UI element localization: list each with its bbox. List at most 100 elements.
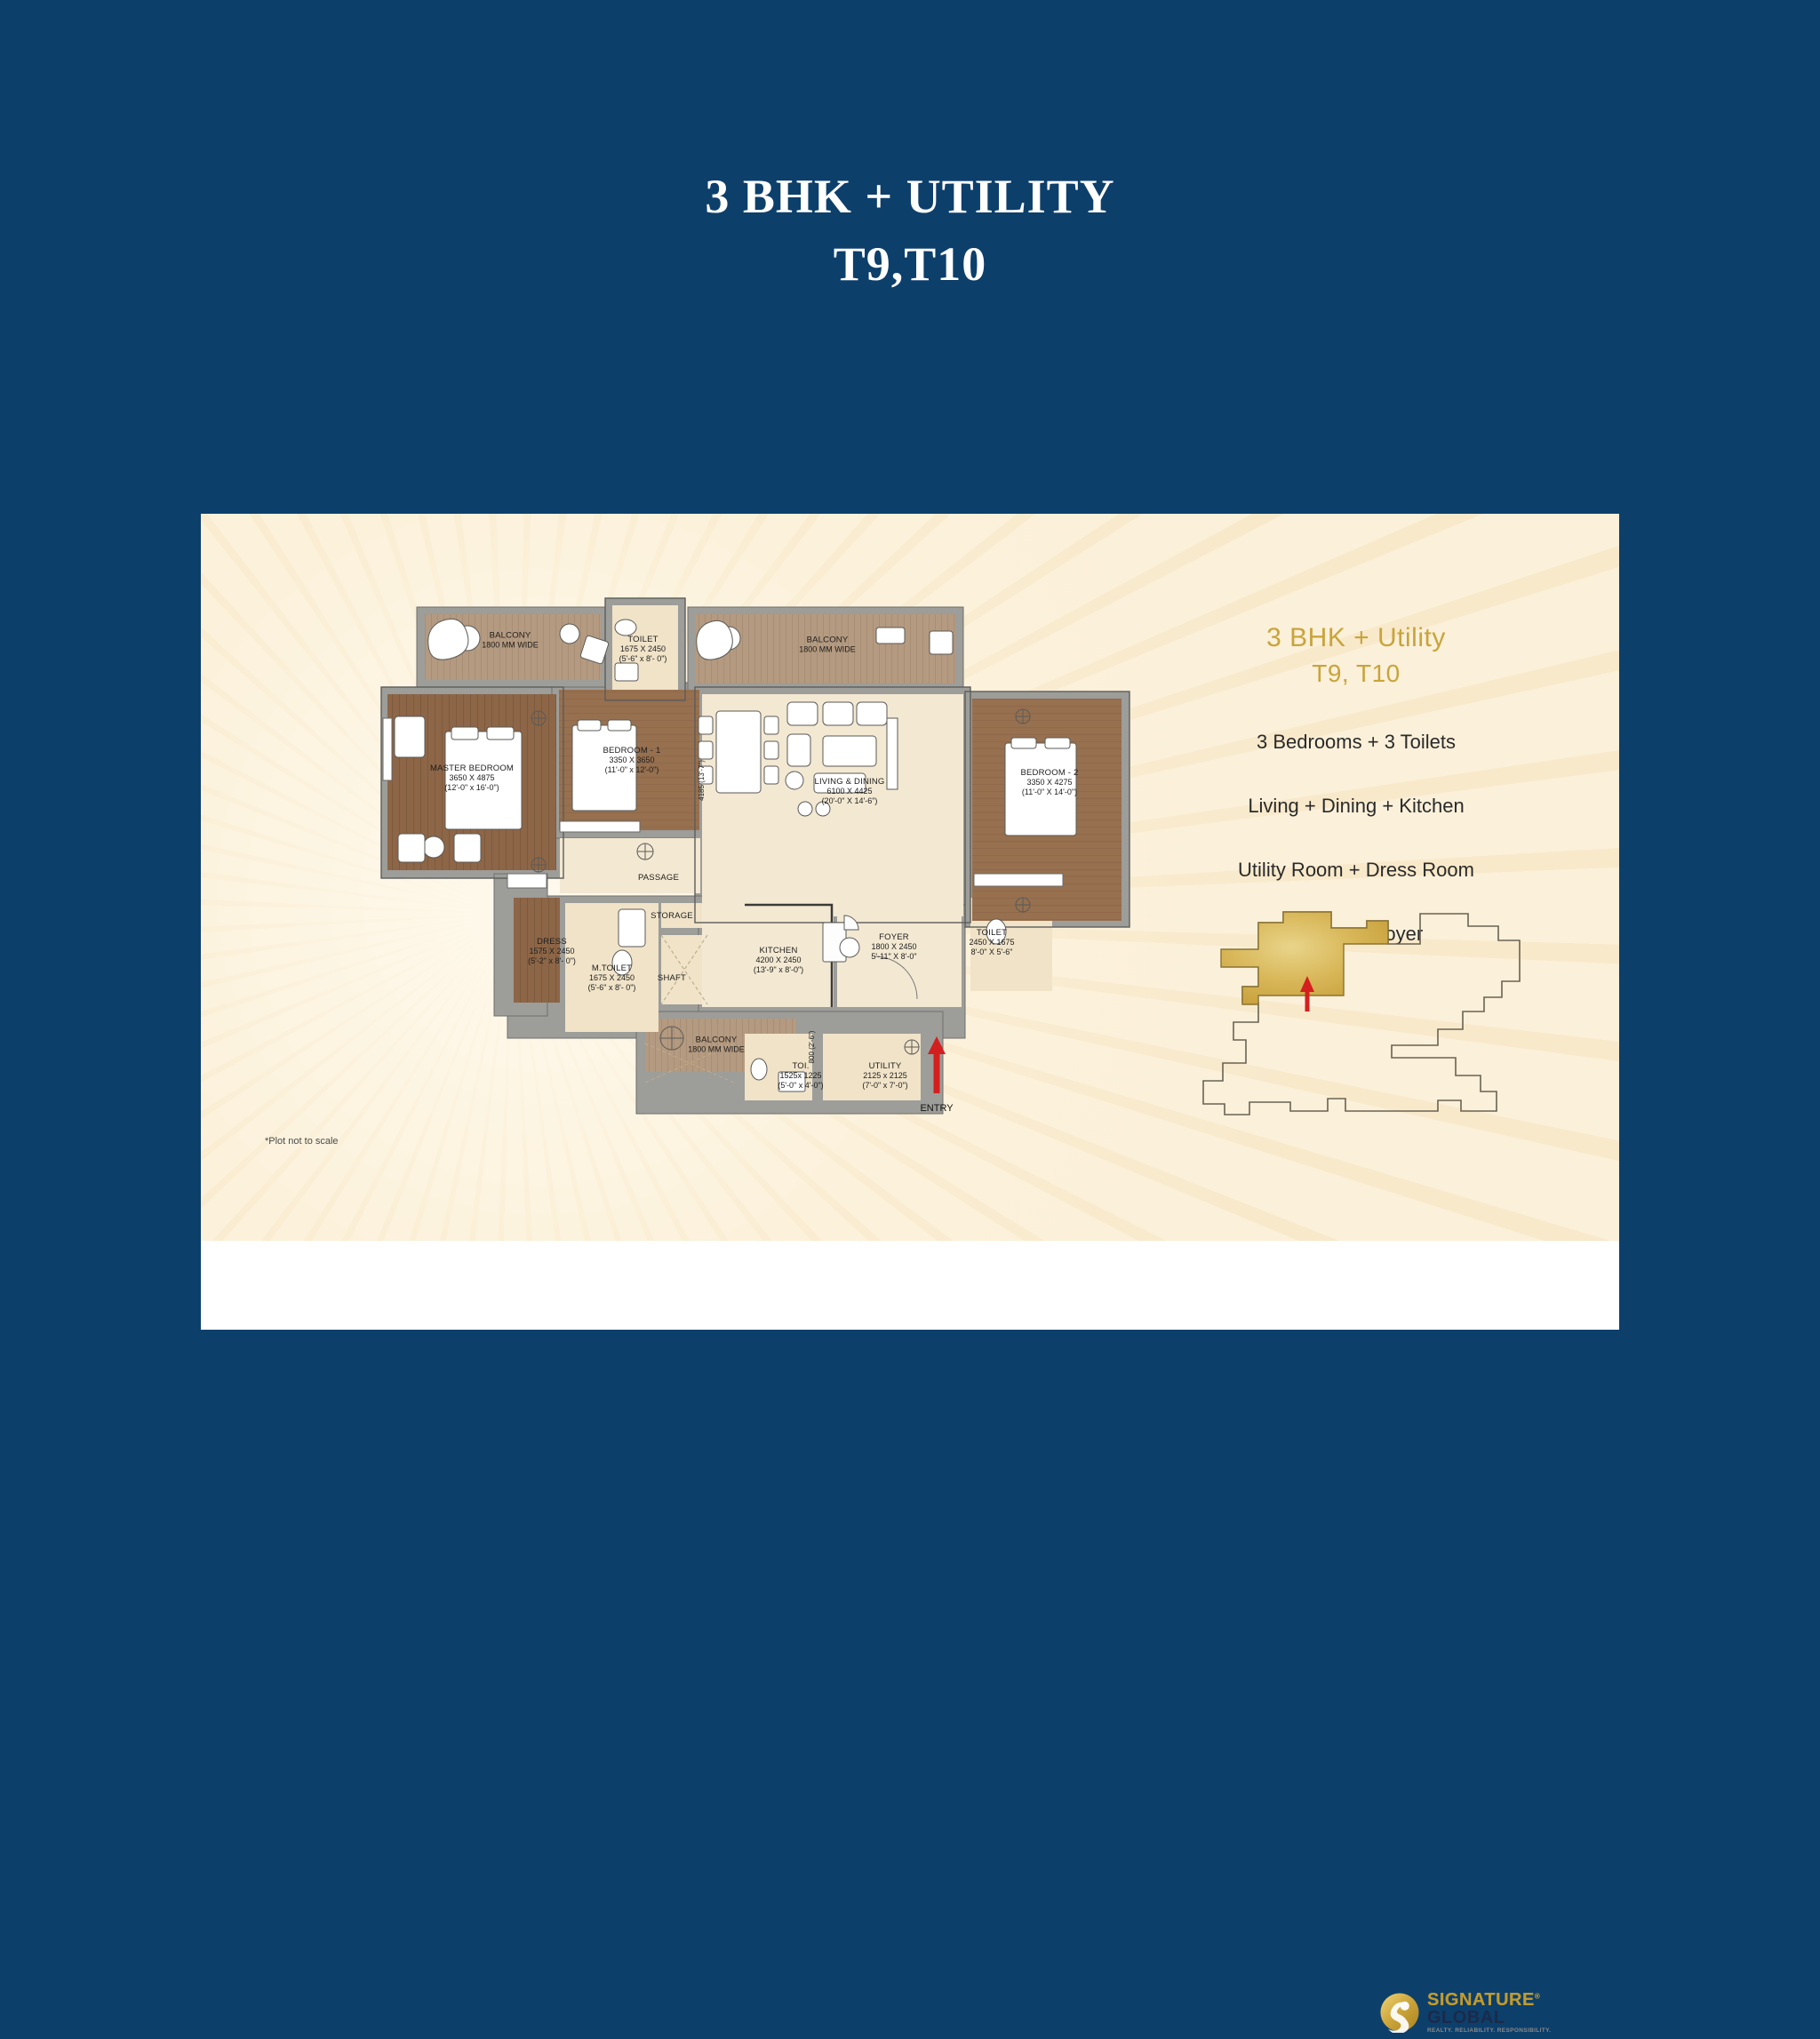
room-label-m-toilet-line2: 1675 X 2450 (589, 973, 635, 982)
room-label-toilet-bottom-line1: TOI. (792, 1061, 809, 1071)
keyplan-floor-outline (1202, 911, 1521, 1115)
entry-marker: ENTRY (920, 1036, 954, 1114)
dress-floor (514, 898, 560, 1003)
foyer-floor (837, 905, 962, 1007)
dimension-800: 800 (2'-6") (808, 1030, 816, 1063)
footnote-text: *Plot not to scale (265, 1136, 339, 1147)
key-plan (1202, 911, 1521, 1115)
room-label-bedroom-1-line1: BEDROOM - 1 (603, 746, 660, 756)
room-label-foyer-line1: FOYER (879, 932, 909, 942)
room-label-bedroom-2-line3: (11'-0" X 14'-0") (1022, 788, 1077, 796)
logo-wordmark: SIGNATURE® GLOBAL REALTY. RELIABILITY. R… (1427, 1991, 1551, 2035)
title-line-2: T9,T10 (833, 237, 987, 291)
dimension-4185: 4185 (13'-7") (698, 760, 706, 801)
room-label-toilet-right-line2: 2450 X 1675 (969, 938, 1014, 947)
room-label-dress-line2: 1575 X 2450 (529, 947, 574, 956)
room-label-balcony-bottom-line1: BALCONY (696, 1035, 738, 1045)
room-label-master-bedroom-line3: (12'-0" x 16'-0") (444, 783, 499, 792)
utility-floor (823, 1034, 921, 1100)
room-label-toilet-right-line1: TOILET (977, 928, 1007, 938)
room-label-toilet-top-line2: 1675 X 2450 (620, 644, 666, 653)
unit-title: 3 BHK + Utility T9, T10 (1125, 620, 1587, 692)
feature-living-dining-kitchen: Living + Dining + Kitchen (1248, 795, 1465, 817)
room-label-kitchen-line3: (13'-9" x 8'-0") (754, 965, 803, 974)
passage-floor (560, 838, 700, 893)
room-label-foyer-line2: 1800 X 2450 (871, 942, 916, 951)
room-label-kitchen-line1: KITCHEN (759, 946, 797, 956)
room-label-m-toilet-line3: (5'-6" x 8'- 0") (588, 983, 636, 992)
card-footer: SIGNATURE® GLOBAL REALTY. RELIABILITY. R… (201, 1241, 1619, 2033)
kitchen-floor (702, 905, 834, 1007)
room-label-toilet-right-line3: 8'-0" X 5'-6" (971, 948, 1013, 956)
room-label-storage-line1: STORAGE (651, 911, 693, 921)
room-label-living-dining-line3: (20'-0" X 14'-6") (822, 796, 878, 805)
room-label-foyer-line3: 5'-11" X 8'-0" (871, 952, 916, 961)
room-label-master-bedroom-line2: 3650 X 4875 (449, 773, 494, 782)
room-label-toilet-top-line3: (5'-6" x 8'- 0") (619, 654, 667, 663)
room-label-toilet-bottom-line2: 1525x 1225 (779, 1071, 821, 1080)
balcony-mid-floor (696, 614, 955, 684)
room-label-storage: STORAGE (651, 911, 693, 921)
room-label-bedroom-2-line1: BEDROOM - 2 (1020, 768, 1078, 778)
logo-registered-mark: ® (1534, 1992, 1541, 2001)
room-label-kitchen-line2: 4200 X 2450 (755, 956, 801, 964)
room-label-balcony-mid-line2: 1800 MM WIDE (799, 645, 856, 654)
room-label-balcony-bottom-line2: 1800 MM WIDE (688, 1045, 745, 1054)
entry-arrow-icon (928, 1036, 946, 1093)
logo-mark-icon (1380, 1993, 1419, 2033)
room-label-dress-line3: (5'-2" x 8'- 0") (528, 956, 576, 965)
title-line-1: 3 BHK + UTILITY (705, 170, 1115, 223)
logo-word1-text: SIGNATURE (1427, 1989, 1535, 2010)
room-label-toilet-bottom: TOI.1525x 1225(5'-0" x 4'-0") (778, 1061, 823, 1090)
room-label-living-dining-line1: LIVING & DINING (814, 777, 884, 787)
unit-title-line1: 3 BHK + Utility (1266, 623, 1446, 652)
logo-word-signature: SIGNATURE® (1427, 1991, 1551, 2009)
room-label-shaft-line1: SHAFT (658, 973, 686, 983)
room-label-toilet-bottom-line3: (5'-0" x 4'-0") (778, 1081, 823, 1090)
furniture (382, 618, 1077, 1092)
room-label-dress-line1: DRESS (537, 937, 567, 947)
unit-title-line2: T9, T10 (1312, 660, 1401, 687)
room-label-balcony-mid-line1: BALCONY (807, 636, 849, 645)
room-label-utility-line1: UTILITY (869, 1061, 902, 1071)
room-label-passage: PASSAGE (638, 873, 679, 883)
unit-info-panel: 3 BHK + Utility T9, T10 3 Bedrooms + 3 T… (1125, 620, 1587, 948)
entry-label: ENTRY (920, 1103, 954, 1114)
room-label-passage-line1: PASSAGE (638, 873, 679, 883)
room-label-master-bedroom-line1: MASTER BEDROOM (430, 764, 514, 773)
room-label-m-toilet-line1: M.TOILET (592, 964, 632, 973)
room-label-living-dining-line2: 6100 X 4425 (826, 787, 872, 796)
room-label-utility-line3: (7'-0" x 7'-0") (862, 1081, 907, 1090)
logo-tagline: REALTY. RELIABILITY. RESPONSIBILITY. (1427, 2027, 1552, 2034)
page-title: 3 BHK + UTILITY T9,T10 (0, 167, 1820, 302)
feature-utility-dress: Utility Room + Dress Room (1238, 859, 1474, 881)
logo-word-global: GLOBAL (1427, 2007, 1505, 2027)
room-label-balcony-left-line2: 1800 MM WIDE (482, 641, 539, 650)
room-label-bedroom-1-line3: (11'-0" x 12'-0") (605, 765, 659, 774)
room-label-shaft: SHAFT (658, 973, 686, 983)
room-label-bedroom-1-line2: 3350 X 3650 (609, 756, 654, 764)
room-label-balcony-left-line1: BALCONY (490, 631, 531, 641)
room-label-bedroom-2-line2: 3350 X 4275 (1026, 778, 1072, 787)
room-label-toilet-top-line1: TOILET (627, 635, 658, 644)
signature-global-logo: SIGNATURE® GLOBAL REALTY. RELIABILITY. R… (1379, 1986, 1566, 2039)
floor-fills (387, 605, 1122, 1100)
storage-floor (661, 903, 707, 928)
